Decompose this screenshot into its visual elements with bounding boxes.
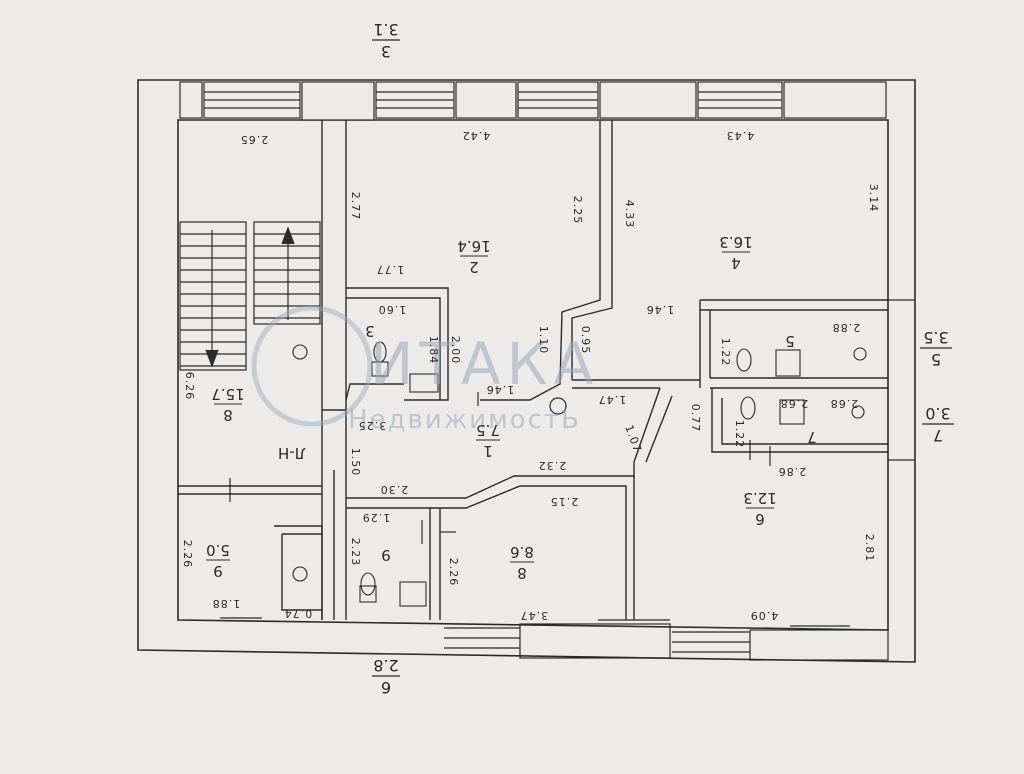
dimension-d265: 2.65 — [240, 133, 269, 146]
dimension-d177: 1.77 — [376, 263, 405, 276]
top-windows — [179, 81, 887, 121]
dimension-d443: 4.43 — [726, 129, 755, 142]
room-8b-number: 8 — [517, 564, 527, 582]
right-upper-label-numerator: 5 — [931, 350, 941, 369]
dimension-d129: 1.29 — [362, 511, 391, 524]
dimension-d226a: 2.26 — [447, 558, 460, 587]
watermark-subtext: НедвижимостЬ — [348, 405, 581, 435]
staircase — [179, 221, 321, 371]
dimension-d314: 3.14 — [867, 184, 880, 213]
right-windows — [888, 299, 915, 461]
dimension-d225: 2.25 — [571, 196, 584, 225]
room-8b-area: 8.6 — [510, 543, 534, 561]
room-6-number: 6 — [755, 510, 765, 528]
dimension-d200: 2.00 — [449, 336, 462, 365]
door-marks — [229, 392, 771, 544]
dimension-d110: 1.10 — [537, 326, 550, 355]
dimension-d146b: 1.46 — [486, 383, 515, 396]
partitions — [178, 120, 888, 620]
room-2-number: 2 — [469, 258, 479, 276]
dimension-d433: 4.33 — [623, 200, 636, 229]
room-4-number: 4 — [731, 254, 741, 272]
dimension-d188: 1.88 — [212, 597, 241, 610]
room-9b-number: 9 — [381, 546, 391, 564]
room-4-area: 16.3 — [719, 233, 752, 251]
dimension-d147: 1.47 — [598, 393, 627, 406]
room-7-number: 7 — [807, 428, 817, 446]
dimension-d277: 2.77 — [349, 192, 362, 221]
dimension-d268b: 2.68 — [830, 397, 859, 410]
right-lower-label-denominator: 3.0 — [925, 404, 950, 423]
dimension-d077: 0.77 — [689, 404, 702, 433]
dimension-d442: 4.42 — [462, 129, 491, 142]
right-upper-label-denominator: 3.5 — [923, 328, 948, 347]
room-8-area: 15.7 — [211, 385, 244, 403]
dimension-d150: 1.50 — [349, 448, 362, 477]
top-label-denominator: 3.1 — [373, 20, 398, 39]
dimension-d268a: 2.68 — [780, 397, 809, 410]
dimension-d215: 2.15 — [550, 495, 579, 508]
dimension-d288: 2.88 — [832, 321, 861, 334]
room-9-number: 9 — [213, 562, 223, 580]
watermark: ИТАКА НедвижимостЬ — [251, 305, 599, 435]
dimension-d146a: 1.46 — [646, 303, 675, 316]
room-5-number: 5 — [785, 332, 795, 350]
room-2-area: 16.4 — [457, 237, 490, 255]
dimension-d281: 2.81 — [863, 534, 876, 563]
dimension-d184: 1.84 — [427, 336, 440, 365]
dimension-d232: 2.32 — [538, 459, 567, 472]
dimension-d626: 6.26 — [183, 372, 196, 401]
right-lower-label-numerator: 7 — [933, 426, 943, 445]
dimension-d223: 2.23 — [349, 538, 362, 567]
dimension-labels: 2.65 4.42 4.43 2.77 2.25 4.33 3.14 1.77 1.60 1.46… — [181, 129, 880, 622]
watermark-logo: ИТАКА — [370, 330, 599, 398]
dimension-d095: 0.95 — [579, 326, 592, 355]
dimension-d122b: 1.22 — [733, 420, 746, 449]
dimension-d409: 4.09 — [750, 609, 779, 622]
bottom-label-denominator: 2.8 — [373, 656, 398, 675]
dimension-d347: 3.47 — [520, 609, 549, 622]
dimension-d286: 2.86 — [778, 465, 807, 478]
dimension-d107: 1.07 — [622, 423, 644, 454]
dimension-d226b: 2.26 — [181, 540, 194, 569]
room-9-area: 5.0 — [206, 541, 230, 559]
bottom-windows — [220, 617, 889, 661]
dimension-d325: 3.25 — [358, 419, 387, 432]
room-1-area: 7.5 — [476, 421, 500, 439]
dimension-d122: 1.22 — [719, 338, 732, 367]
room-3-number: 3 — [365, 322, 375, 340]
room-1-number: 1 — [483, 442, 493, 460]
top-label-numerator: 3 — [381, 42, 391, 61]
exterior-labels: 3 3.1 5 3.5 7 3.0 6 2.8 — [372, 20, 954, 697]
fixtures — [292, 341, 867, 607]
dimension-d230: 2.30 — [380, 483, 409, 496]
stair-label: Л-Н — [278, 444, 306, 462]
dimension-d160: 1.60 — [378, 303, 407, 316]
room-labels: 2 16.4 4 16.3 3 5 7 1 7.5 8 15.7 Л-Н — [206, 233, 817, 582]
room-8-number: 8 — [223, 406, 233, 424]
bottom-label-numerator: 6 — [381, 678, 391, 697]
room-6-area: 12.3 — [743, 489, 776, 507]
dimension-d074: 0.74 — [284, 607, 313, 620]
